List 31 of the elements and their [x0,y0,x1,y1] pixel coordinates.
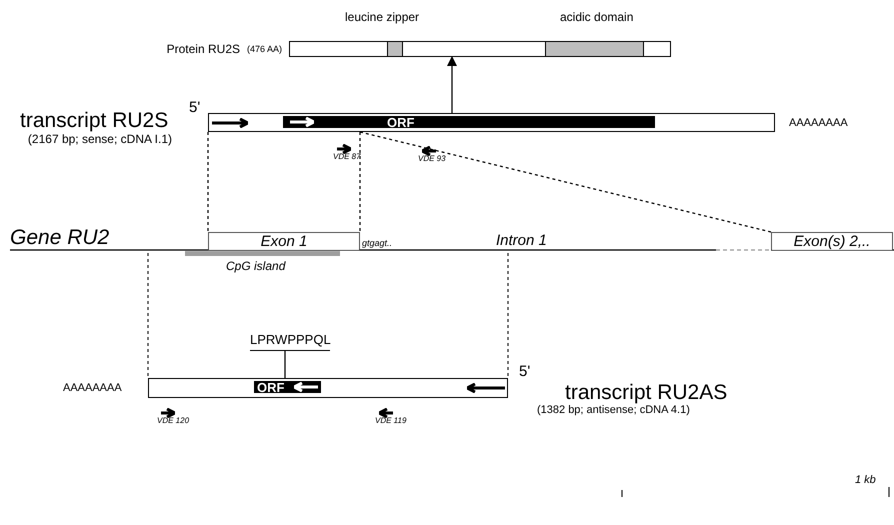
annotation-label: Intron 1 [496,233,547,248]
protein-length: (476 AA) [246,45,282,54]
annotation-label: acidic domain [560,11,634,23]
leader-line [284,351,286,380]
five-prime-label: 5' [519,364,530,379]
annotation-label: VDE 87 [333,153,361,161]
transcript-details: (1382 bp; antisense; cDNA 4.1) [537,405,690,416]
projection-line [359,132,361,232]
annotation-label: CpG island [226,260,286,272]
exon-label: Exon 1 [260,234,308,249]
annotation-label: leucine zipper [345,11,420,23]
gene-label: Gene RU2 [10,227,110,248]
peptide-label: LPRWPPPQL [250,333,330,351]
annotation-label: VDE 119 [375,417,406,425]
orf-label: ORF [257,381,284,394]
annotation-label: VDE 120 [157,417,190,425]
arrow [447,56,457,113]
protein-label: Protein RU2S [166,43,240,55]
transcript-details: (2167 bp; sense; cDNA I.1) [28,133,172,145]
poly-a-tail: AAAAAAAA [63,383,122,394]
annotation-label: 1 kb [855,475,876,486]
projection-line [360,131,772,233]
transcript-title: transcript RU2S [20,110,168,131]
transcript-title: transcript RU2AS [565,382,728,403]
annotation-label: VDE 93 [418,155,446,163]
poly-a-tail: AAAAAAAA [789,118,848,129]
annotation-label: gtgagt.. [362,239,392,248]
projection-line [207,132,209,232]
orf-label: ORF [387,116,414,129]
exon-label: Exon(s) 2,.. [794,234,870,249]
five-prime-label: 5' [189,100,200,115]
